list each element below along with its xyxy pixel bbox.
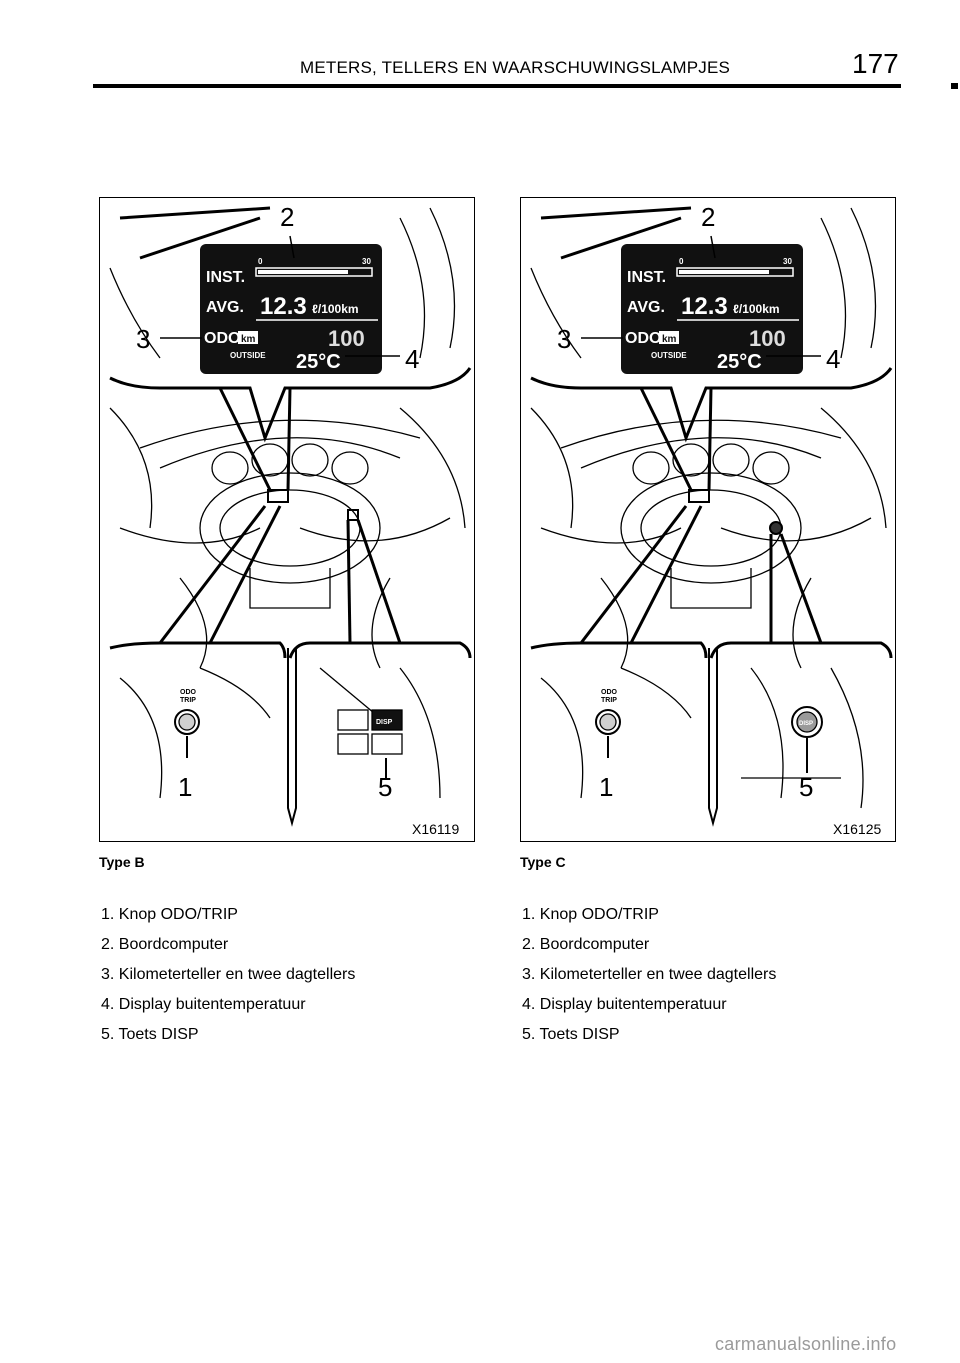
list-item: 2. Boordcomputer xyxy=(101,936,229,953)
display-odo-label: ODO xyxy=(625,330,661,347)
display-temperature: 25°C xyxy=(296,351,341,373)
list-item: 3. Kilometerteller en twee dagtellers xyxy=(101,966,356,983)
callout-1: 1 xyxy=(599,772,613,802)
display-fuel-bar xyxy=(255,267,373,277)
odo-trip-label-line2: TRIP xyxy=(180,697,196,704)
display-odo-unit: km xyxy=(241,334,256,345)
figure-code: X16119 xyxy=(412,821,459,837)
callout-3: 3 xyxy=(136,324,150,354)
display-avg-label: AVG. xyxy=(627,299,665,316)
callout-1: 1 xyxy=(178,772,192,802)
disp-button-label: DISP xyxy=(799,721,813,727)
odo-trip-label-line1: ODO xyxy=(180,689,197,696)
list-item: 5. Toets DISP xyxy=(522,1026,620,1043)
display-avg-unit: ℓ/100km xyxy=(312,302,359,316)
display-scale-min: 0 xyxy=(258,257,263,266)
list-item: 4. Display buitentemperatuur xyxy=(522,996,727,1013)
page-number: 177 xyxy=(852,48,899,79)
display-scale-max: 30 xyxy=(783,257,792,266)
callout-4: 4 xyxy=(405,344,419,374)
legend-list-type-c: 1. Knop ODO/TRIP 2. Boordcomputer 3. Kil… xyxy=(522,905,776,1055)
display-avg-value: 12.3 xyxy=(260,293,307,320)
callout-4: 4 xyxy=(826,344,840,374)
type-label-c: Type C xyxy=(520,854,566,870)
list-item: 2. Boordcomputer xyxy=(522,936,650,953)
figure-type-b: INST. AVG. 12.3 ℓ/100km ODO km 100 OUTSI… xyxy=(99,197,475,842)
list-item: 5. Toets DISP xyxy=(101,1026,199,1043)
list-item: 4. Display buitentemperatuur xyxy=(101,996,306,1013)
display-outside-label: OUTSIDE xyxy=(651,351,687,360)
list-item: 3. Kilometerteller en twee dagtellers xyxy=(522,966,777,983)
legend-list-type-b: 1. Knop ODO/TRIP 2. Boordcomputer 3. Kil… xyxy=(101,905,355,1055)
header-rule xyxy=(93,84,901,88)
display-odo-label: ODO xyxy=(204,330,240,347)
figure-code: X16125 xyxy=(833,821,881,837)
display-odo-value: 100 xyxy=(749,326,786,351)
disp-button-label: DISP xyxy=(376,719,393,726)
display-avg-label: AVG. xyxy=(206,299,244,316)
callout-5: 5 xyxy=(799,772,813,802)
illustration-type-b: INST. AVG. 12.3 ℓ/100km ODO km 100 OUTSI… xyxy=(109,202,472,837)
list-item: 1. Knop ODO/TRIP xyxy=(101,906,238,923)
display-odo-unit: km xyxy=(662,334,677,345)
display-avg-value: 12.3 xyxy=(681,293,728,320)
display-scale-min: 0 xyxy=(679,257,684,266)
illustration-type-c: INST. AVG. 12.3 ℓ/100km ODO km 100 OUTSI… xyxy=(530,202,893,837)
display-fuel-bar xyxy=(676,267,794,277)
type-label-b: Type B xyxy=(99,854,145,870)
display-inst-label: INST. xyxy=(206,269,245,286)
figure-type-c: INST. AVG. 12.3 ℓ/100km ODO km 100 OUTSI… xyxy=(520,197,896,842)
display-inst-label: INST. xyxy=(627,269,666,286)
callout-2: 2 xyxy=(280,202,294,232)
display-temperature: 25°C xyxy=(717,351,762,373)
display-outside-label: OUTSIDE xyxy=(230,351,266,360)
footer-watermark: carmanualsonline.info xyxy=(715,1334,897,1354)
display-avg-unit: ℓ/100km xyxy=(733,302,780,316)
display-odo-value: 100 xyxy=(328,326,365,351)
page-header-title: METERS, TELLERS EN WAARSCHUWINGSLAMPJES xyxy=(300,58,731,77)
header-dot xyxy=(951,83,958,89)
callout-5: 5 xyxy=(378,772,392,802)
odo-trip-label-line2: TRIP xyxy=(601,697,617,704)
display-scale-max: 30 xyxy=(362,257,371,266)
odo-trip-label-line1: ODO xyxy=(601,689,618,696)
list-item: 1. Knop ODO/TRIP xyxy=(522,906,659,923)
callout-3: 3 xyxy=(557,324,571,354)
callout-2: 2 xyxy=(701,202,715,232)
